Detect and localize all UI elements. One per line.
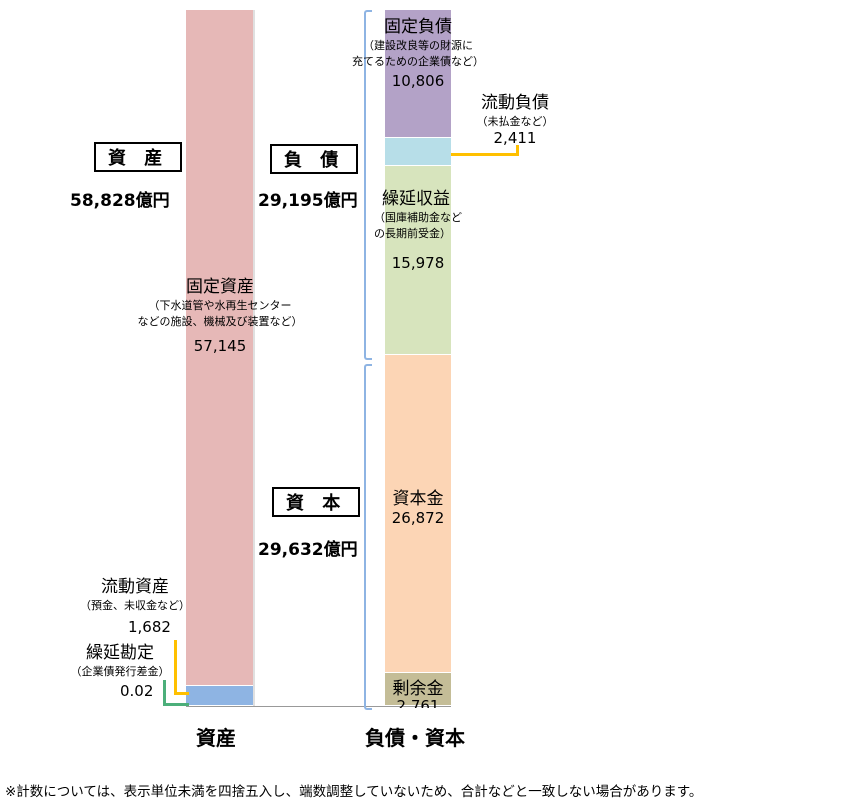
value-label-current-assets: 1,682 (128, 618, 171, 636)
assets-bar-edge (253, 10, 255, 706)
series-note: （下水道管や水再生センター (148, 299, 292, 312)
capital-bracket (364, 364, 372, 710)
series-note: などの施設、機械及び装置など） (137, 315, 303, 328)
value-label: 57,145 (193, 337, 247, 355)
current-liabilities-leader (451, 145, 519, 156)
series-name: 繰延勘定 (86, 643, 154, 663)
bar-segment-資本金 (385, 355, 451, 674)
capital-group-label: 資 本 (272, 487, 361, 517)
bar-segment-固定負債 (385, 10, 451, 138)
label-surplus: 剰余金 2,761 (385, 674, 451, 708)
baseline (186, 706, 451, 707)
value-label-deferred-charge: 0.02 (120, 682, 154, 700)
bar-segment-剰余金 (385, 673, 451, 706)
series-note: （未払金など） (476, 115, 554, 128)
series-note: （国庫補助金など (374, 211, 462, 224)
category-label-liabilities-capital: 負債・資本 (365, 726, 465, 750)
capital-total: 29,632億円 (258, 540, 358, 560)
value-label: 26,872 (391, 509, 445, 527)
bar-segment-流動資産 (186, 686, 253, 706)
series-name: 流動資産 (101, 577, 169, 597)
assets-group-label: 資 産 (94, 142, 183, 172)
label-capital-stock: 資本金 26,872 (385, 484, 451, 527)
label-current-assets: 流動資産 （預金、未収金など） (60, 572, 210, 613)
series-note: 充てるための企業債など） (352, 55, 484, 68)
value-label: 10,806 (391, 72, 445, 90)
series-name: 流動負債 (481, 93, 549, 113)
label-deferred-charge: 繰延勘定 （企業債発行差金） (55, 638, 185, 679)
label-current-liabilities: 流動負債 （未払金など） 2,411 (470, 88, 560, 147)
liabilities-capital-bar (385, 10, 451, 706)
current-assets-leader (174, 640, 189, 695)
series-note: （企業債発行差金） (70, 665, 170, 678)
liabilities-total: 29,195億円 (258, 191, 358, 211)
value-label: 2,761 (396, 697, 440, 708)
bar-segment-固定資産 (186, 10, 253, 687)
assets-bar (186, 10, 253, 706)
assets-total: 58,828億円 (70, 191, 170, 211)
series-note: の長期前受金） (374, 227, 451, 240)
series-name: 固定負債 (384, 17, 452, 37)
liabilities-bracket (364, 10, 372, 360)
label-fixed-assets: 固定資産 （下水道管や水再生センター などの施設、機械及び装置など） 57,14… (120, 272, 320, 355)
bar-segment-流動負債 (385, 137, 451, 167)
footnote: ※計数については、表示単位未満を四捨五入し、端数調整していないため、合計などと一… (5, 784, 703, 800)
series-name: 固定資産 (186, 277, 254, 297)
liabilities-group-label: 負 債 (270, 144, 359, 174)
series-name: 剰余金 (392, 679, 444, 699)
bar-segment-繰延収益 (385, 166, 451, 356)
category-label-assets: 資産 (196, 726, 236, 750)
series-name: 繰延収益 (382, 189, 450, 209)
series-note: （預金、未収金など） (80, 599, 190, 612)
series-name: 資本金 (392, 489, 444, 509)
series-note: （建設改良等の財源に (363, 39, 473, 52)
value-label: 2,411 (493, 129, 537, 147)
label-fixed-liabilities: 固定負債 （建設改良等の財源に 充てるための企業債など） 10,806 (338, 12, 498, 90)
value-label-deferred-revenue: 15,978 (391, 254, 445, 272)
deferred-charge-leader (163, 680, 189, 706)
label-deferred-revenue: 繰延収益 （国庫補助金など の長期前受金） (374, 184, 474, 241)
